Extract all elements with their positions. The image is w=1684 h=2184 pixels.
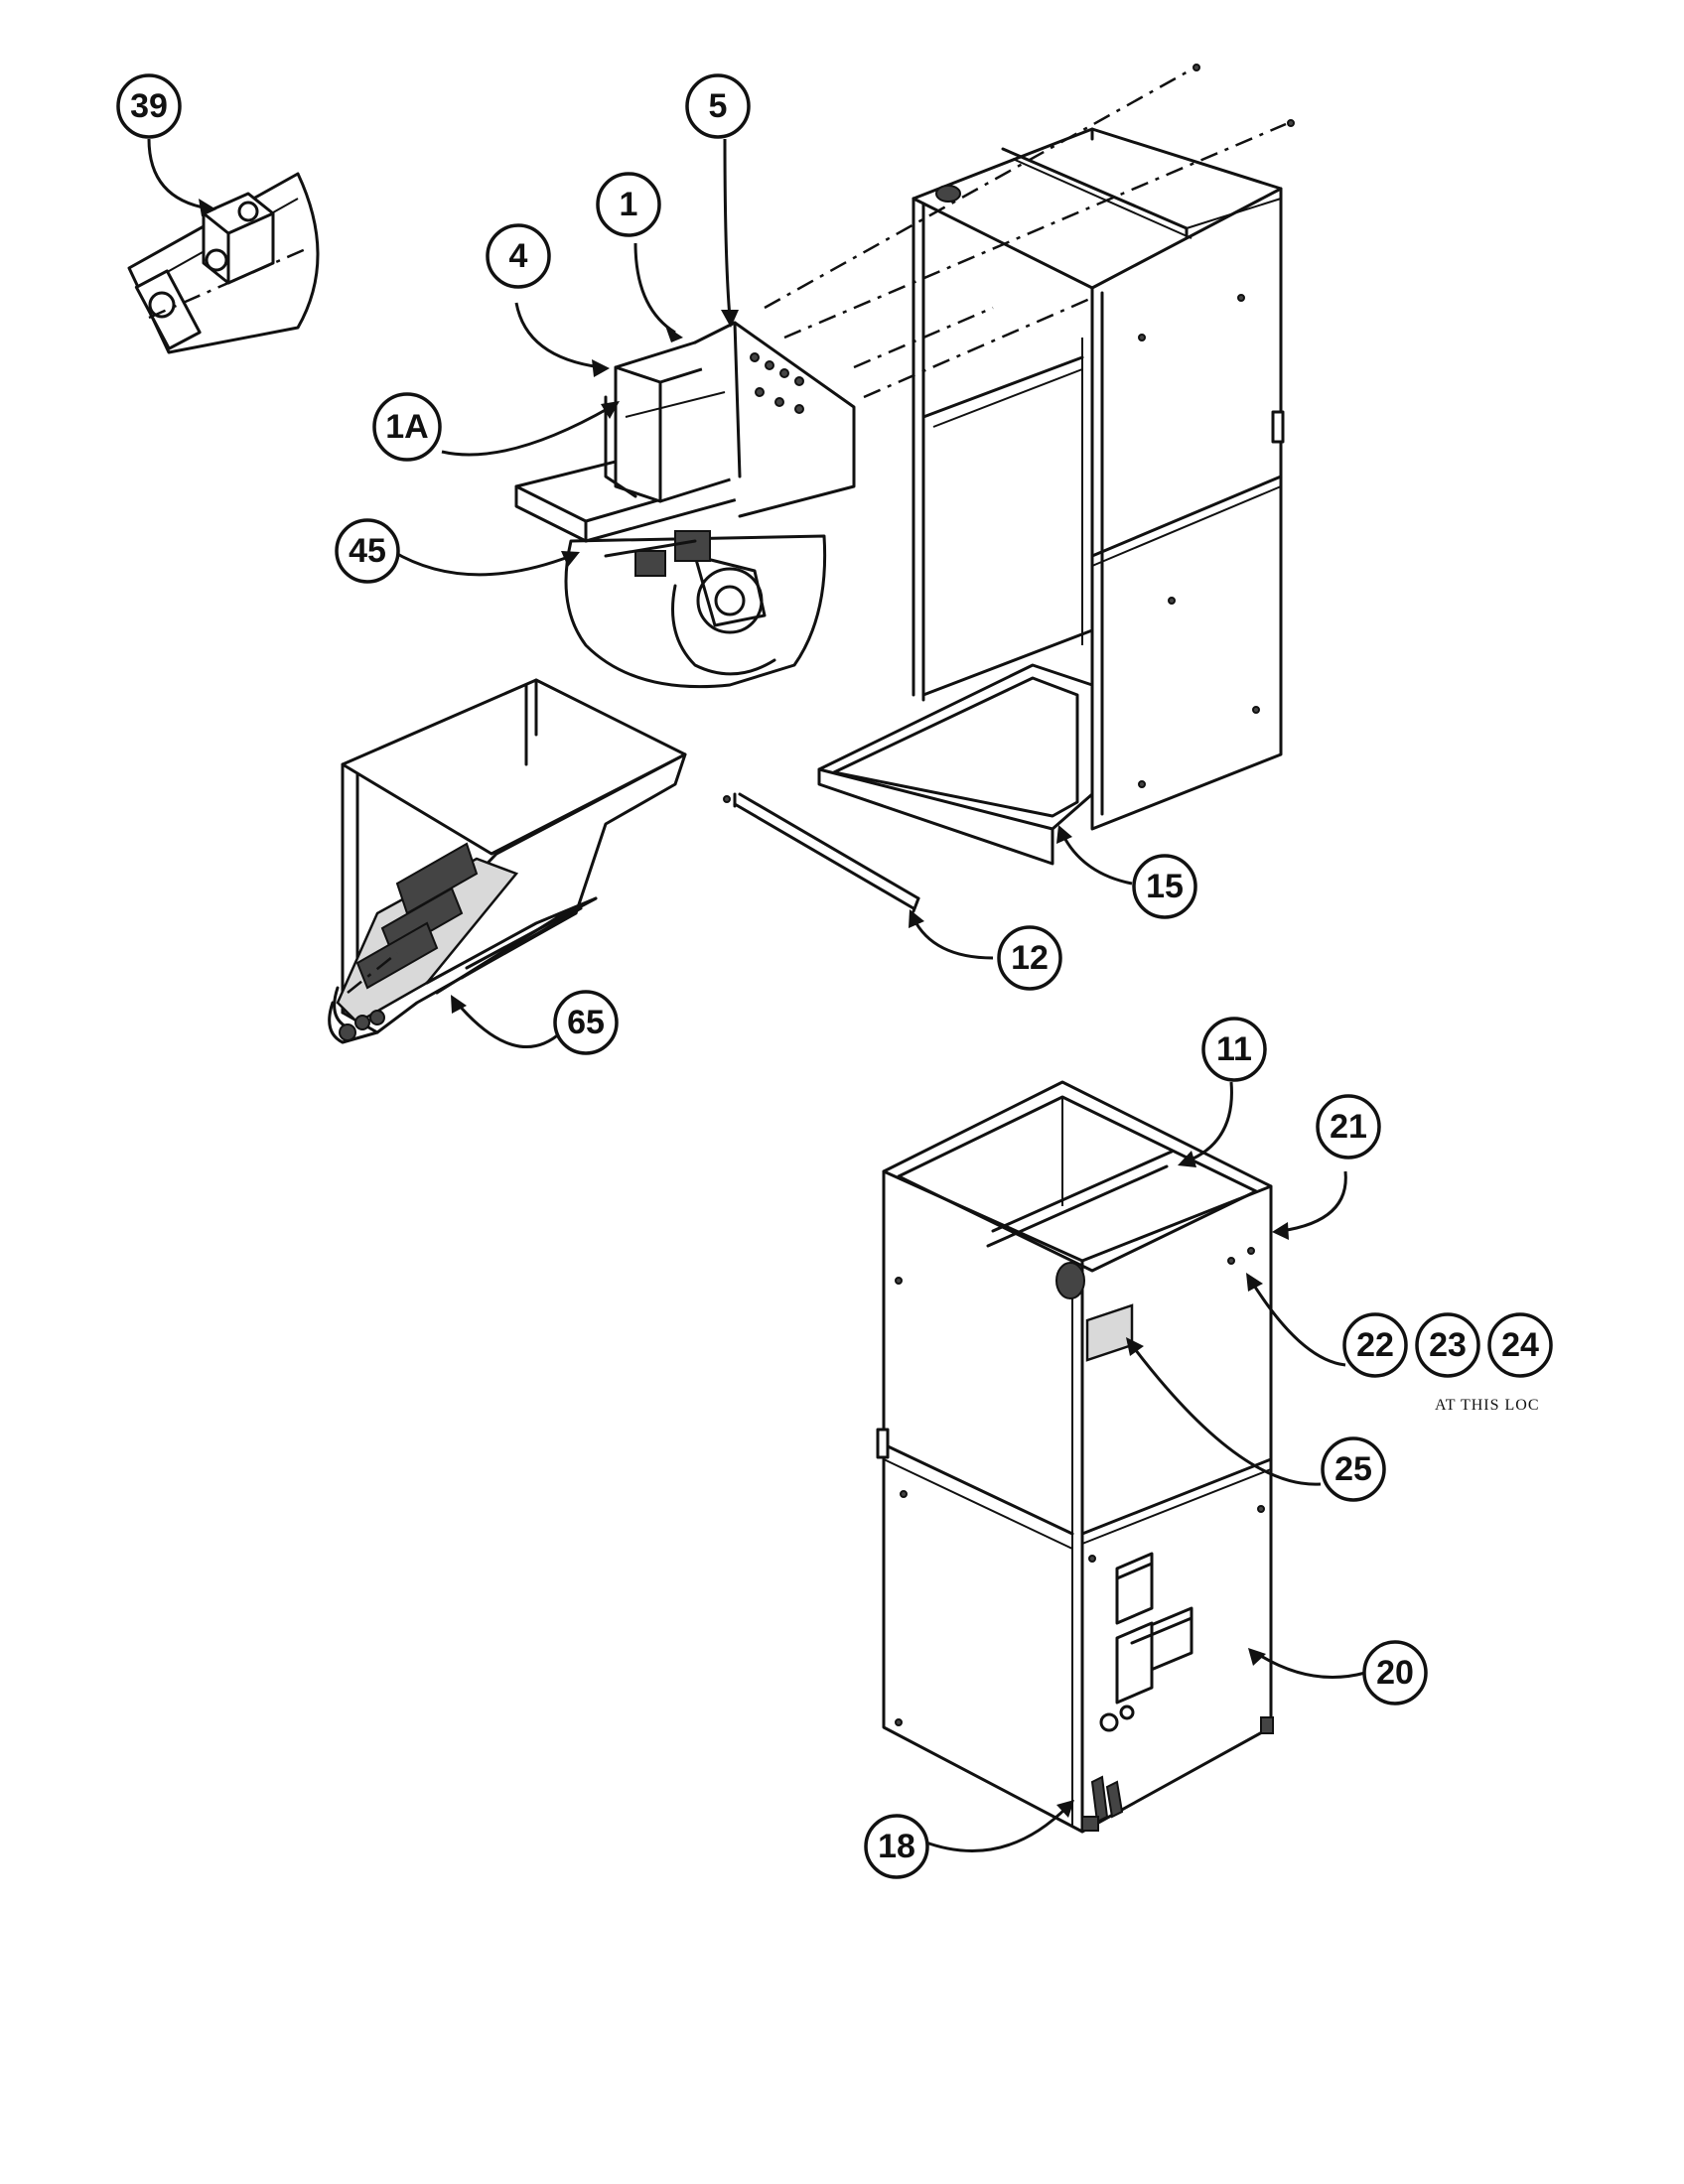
assembled-cabinet [876,1080,1274,1834]
callout-1a: 1A [372,392,442,462]
svg-text:1: 1 [620,186,638,223]
svg-text:15: 15 [1146,868,1184,905]
callout-18: 18 [864,1814,929,1879]
svg-text:24: 24 [1501,1326,1539,1364]
callout-15: 15 [1132,854,1197,919]
callout-1: 1 [596,172,661,237]
callout-25: 25 [1321,1436,1386,1502]
svg-text:21: 21 [1330,1108,1367,1146]
callout-11: 11 [1201,1017,1267,1082]
callout-24: 24 [1487,1312,1553,1378]
cabinet-frame [764,64,1295,866]
location-note: AT THIS LOC [1435,1397,1540,1414]
callout-4: 4 [486,223,551,289]
svg-text:39: 39 [130,87,168,125]
svg-text:11: 11 [1216,1030,1252,1068]
svg-text:65: 65 [567,1004,605,1041]
control-knockouts [750,352,804,414]
callout-65: 65 [553,990,619,1055]
callout-12: 12 [997,925,1062,991]
svg-text:18: 18 [878,1828,915,1865]
svg-text:22: 22 [1356,1326,1394,1364]
callout-20: 20 [1362,1640,1428,1706]
svg-text:20: 20 [1376,1654,1414,1692]
svg-text:45: 45 [349,532,386,570]
callout-5: 5 [685,73,751,139]
coil-tubes [328,842,479,1044]
svg-text:4: 4 [509,237,528,275]
callout-22: 22 [1342,1312,1408,1378]
svg-text:5: 5 [709,87,728,125]
svg-text:12: 12 [1011,939,1049,977]
terminal-block-detail [127,172,320,354]
callout-45: 45 [335,518,400,584]
callout-39: 39 [116,73,182,139]
svg-text:25: 25 [1334,1450,1372,1488]
filter-rail [723,792,920,913]
svg-text:1A: 1A [385,408,428,446]
leader-lines [147,138,1366,1852]
callout-21: 21 [1316,1094,1381,1160]
coil-assembly [328,678,687,1044]
callout-23: 23 [1415,1312,1480,1378]
svg-text:23: 23 [1429,1326,1467,1364]
blower-assembly [514,321,856,689]
